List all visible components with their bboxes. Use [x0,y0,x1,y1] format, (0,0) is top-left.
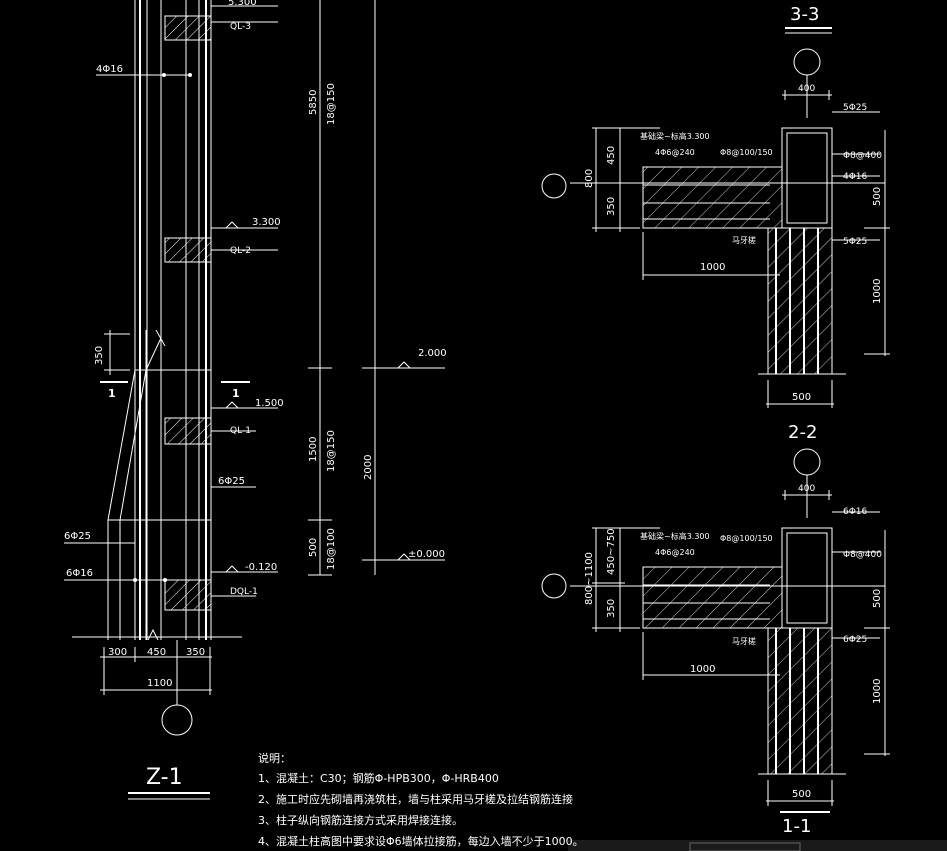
sec33-d350: 350 [606,197,617,216]
sec33-d450: 450 [606,146,617,165]
dim-5850: 5850 [308,90,319,115]
note-3: 3、柱子纵向钢筋连接方式采用焊接连接。 [258,813,463,827]
dim-500: 500 [308,538,319,557]
beam-dql1-label: DQL-1 [230,587,258,597]
sec33-d500b: 500 [792,392,811,403]
dim-350b: 350 [186,647,205,658]
sec33-stir: Φ8@400 [843,151,882,161]
notes: 说明： 1、混凝土：C30；钢筋Φ-HPB300，Φ-HRB400 2、施工时应… [258,751,584,848]
sec22-stir: Φ8@400 [843,550,882,560]
rebar-6-16: 6Φ16 [66,568,93,579]
beam-ql2 [164,237,212,263]
dim-1500: 1500 [308,437,319,462]
sec22-d1000v: 1000 [872,679,883,704]
beam-ql2-label: QL-2 [230,246,251,256]
elev-3300: 3.300 [252,217,281,228]
beam-ql3-label: QL-3 [230,22,251,32]
sec33-5-25b: 5Φ25 [843,237,867,247]
sec22-d350: 350 [606,599,617,618]
rebar-6-25-left: 6Φ25 [64,531,91,542]
beam-ql3 [164,15,212,41]
sec22-d450-750: 450~750 [606,528,617,575]
sec33-title: 3-3 [790,4,819,25]
sec33-tooth: 马牙槎 [732,235,756,245]
sec22-beam-label: 基础梁~标高3.300 [640,531,710,541]
z1-elevation [64,0,445,800]
dim-450: 450 [147,647,166,658]
sec22-d500b: 500 [792,789,811,800]
note-4: 4、混凝土柱高图中要求设Φ6墙体拉接筋，每边入墙不少于1000。 [258,834,584,848]
note-1: 1、混凝土：C30；钢筋Φ-HPB300，Φ-HRB400 [258,771,499,785]
sec22-text: 2-2 400 6Φ16 Φ8@400 6Φ25 基础梁~标高3.300 4Φ6… [584,422,883,837]
beam-ql1 [164,417,212,445]
sec33-d1000h: 1000 [700,262,725,273]
sec33-text: 3-3 400 5Φ25 Φ8@400 4Φ16 5Φ25 基础梁~标高3.30… [584,4,883,403]
sec22-beam-stir: Φ8@100/150 [720,534,773,543]
sec22-6-16: 6Φ16 [843,507,868,517]
z1-title: Z-1 [146,765,183,790]
spacing-5850: 18@150 [326,83,337,125]
sec22-title: 2-2 [788,422,817,443]
section-3-3 [541,27,890,408]
grid-bubble-z1 [161,704,193,736]
sec33-d800: 800 [584,169,595,188]
dim-350-left: 350 [94,346,105,365]
elev-1500: 1.500 [255,398,284,409]
spacing-1500: 18@150 [326,430,337,472]
rebar-4-16: 4Φ16 [96,64,123,75]
sec33-4-16: 4Φ16 [843,172,868,182]
section-2-2 [541,448,947,851]
sec33-beam-label: 基础梁~标高3.300 [640,131,710,141]
dim-300: 300 [108,647,127,658]
notes-heading: 说明： [258,751,291,765]
sec33-d500v: 500 [872,187,883,206]
sec33-d400: 400 [798,84,815,94]
spacing-500: 18@100 [326,528,337,570]
dim-1100: 1100 [147,678,172,689]
sec22-d400: 400 [798,484,815,494]
sec33-beam-stir: Φ8@100/150 [720,148,773,157]
sec22-beam-rebar: 4Φ6@240 [655,548,695,557]
beam-dql1 [164,579,212,611]
beam-ql1-label: QL-1 [230,426,251,436]
section-mark-right: 1 [232,387,240,400]
section-mark-left: 1 [108,387,116,400]
elev-neg: -0.120 [245,562,277,573]
sec11-title: 1-1 [782,816,811,837]
sec22-d1000h: 1000 [690,664,715,675]
dim-2000: 2000 [363,455,374,480]
sec22-tooth: 马牙槎 [732,636,756,646]
sec22-6-25: 6Φ25 [843,635,867,645]
sec33-beam-rebar: 4Φ6@240 [655,148,695,157]
sec33-d1000v: 1000 [872,279,883,304]
sec33-5-25a: 5Φ25 [843,103,867,113]
z1-text: 5.300 QL-3 4Φ16 3.300 QL-2 1.500 QL-1 6Φ… [64,0,447,790]
elev-0: ±0.000 [408,549,445,560]
sec22-d800-1100: 800~1100 [584,552,595,605]
elev-top: 5.300 [228,0,257,8]
rebar-6-25-right: 6Φ25 [218,476,245,487]
sec22-d500v: 500 [872,589,883,608]
note-2: 2、施工时应先砌墙再浇筑柱，墙与柱采用马牙槎及拉结钢筋连接 [258,792,573,806]
elev-2000: 2.000 [418,348,447,359]
